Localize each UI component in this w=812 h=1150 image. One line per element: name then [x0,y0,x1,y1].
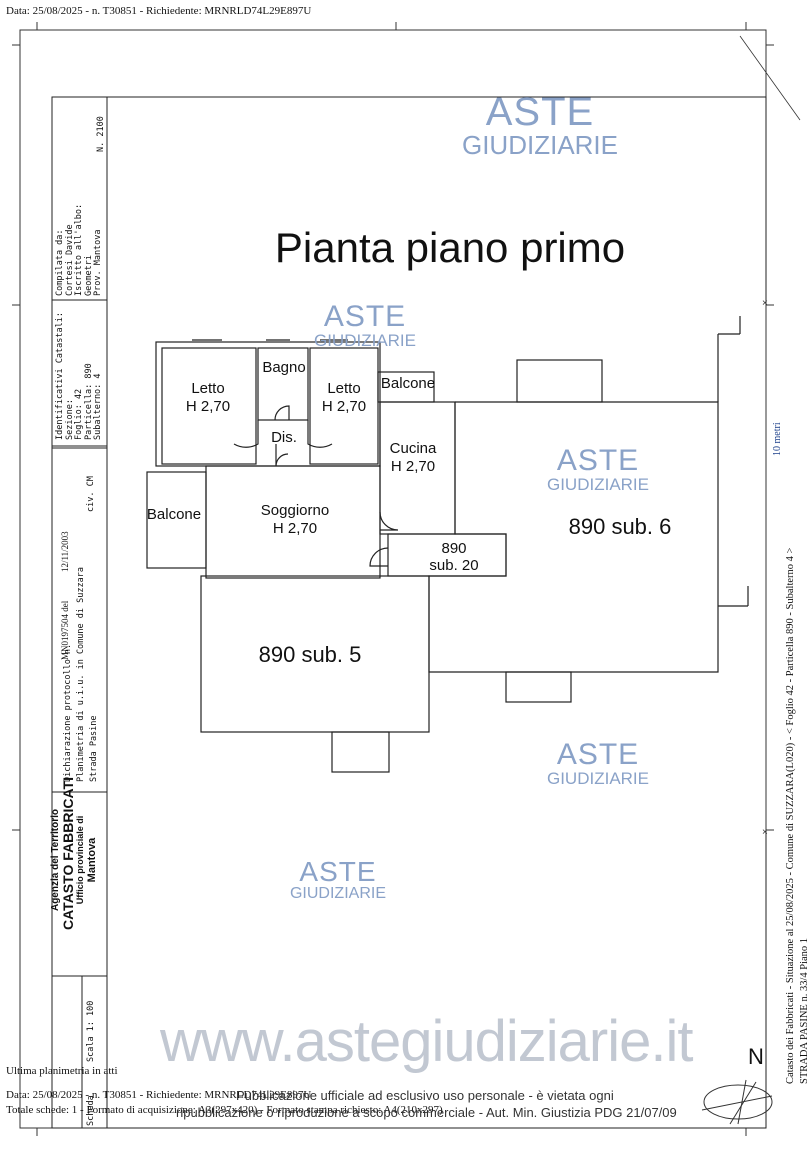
sidebar-dichiarazione: Dichiarazione protocollo n.Planimetria d… [63,567,99,782]
sidebar-civ: civ. CM [86,476,96,512]
sidebar-scala: Scala 1: 100 [86,1000,96,1062]
watermark-site: www.astegiudiziarie.it [160,1009,693,1074]
room-bagno: Bagno [262,359,306,376]
plan-title: Pianta piano primo [274,224,626,271]
footer-data-line: Data: 25/08/2025 - n. T30851 - Richieden… [6,1089,312,1101]
sidebar-data-dich: 12/11/2003 [60,531,70,572]
room-balcone-top: Balcone [380,375,436,392]
room-dis: Dis. [271,429,297,446]
sidebar-protocollo: MN0197504 del [60,600,70,660]
north-arrow-icon [701,1079,773,1125]
north-label: N [748,1044,764,1069]
sidebar-agenzia-block: Agenzia del Territorio CATASTO FABBRICAT… [50,777,98,930]
right-margin-catasto: Catasto dei Fabbricati - Situazione al 2… [785,547,810,1084]
room-sub5: 890 sub. 5 [258,642,362,667]
room-sub6: 890 sub. 6 [568,514,672,539]
footer-ultima: Ultima planimetria in atti [6,1065,118,1077]
footer-totale-line: Totale schede: 1 - Formato di acquisizio… [6,1104,443,1116]
sidebar-identificativi: Identificativi Catastali:Sezione:Foglio:… [55,312,104,440]
svg-text:×: × [762,298,768,309]
header-text: Data: 25/08/2025 - n. T30851 - Richieden… [6,5,312,17]
footer-pub-1: Pubblicazione ufficiale ad esclusivo uso… [236,1088,614,1103]
right-scale-label: 10 metri [772,422,783,456]
sidebar-n-albo: N. 2100 [96,116,106,152]
svg-text:×: × [762,827,768,838]
room-balcone-left: Balcone [146,506,202,523]
footer-pub-2: ripubblicazione o riproduzione a scopo c… [176,1105,677,1120]
